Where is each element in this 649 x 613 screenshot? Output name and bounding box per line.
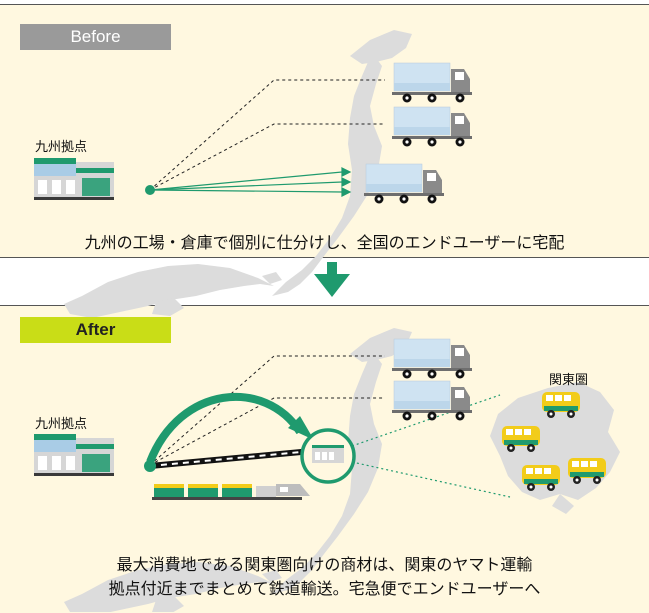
curved-arrow: [146, 392, 314, 464]
after-caption-line2: 拠点付近までまとめて鉄道輸送。宅急便でエンドユーザーへ: [108, 579, 541, 598]
japan-map-icon: [64, 30, 412, 318]
train-icon: [152, 484, 310, 500]
down-arrow-icon: [314, 262, 350, 297]
after-caption-line1: 最大消費地である関東圏向けの商材は、関東のヤマト運輸: [116, 555, 533, 574]
before-tag: Before: [20, 24, 171, 50]
before-hub-label: 九州拠点: [35, 140, 88, 155]
truck-icon: [391, 106, 473, 147]
warehouse-icon: [34, 158, 114, 200]
truck-icon: [363, 163, 445, 204]
warehouse-icon: [34, 434, 114, 476]
origin-dot: [145, 185, 155, 195]
kanto-connectors: [351, 394, 511, 498]
green-route-lines: [149, 167, 352, 197]
dotted-route-lines: [149, 79, 385, 191]
origin-dot: [144, 460, 156, 472]
dotted-route-lines: [149, 355, 385, 466]
after-hub-label: 九州拠点: [35, 417, 88, 432]
truck-icon: [391, 62, 473, 103]
kanto-region-label: 関東圏: [549, 373, 589, 388]
kanto-warehouse-icon: [312, 445, 344, 463]
truck-icon: [391, 380, 473, 421]
truck-icon: [391, 338, 473, 379]
after-tag: After: [20, 317, 171, 343]
before-caption: 九州の工場・倉庫で個別に仕分けし、全国のエンドユーザーに宅配: [84, 233, 565, 252]
